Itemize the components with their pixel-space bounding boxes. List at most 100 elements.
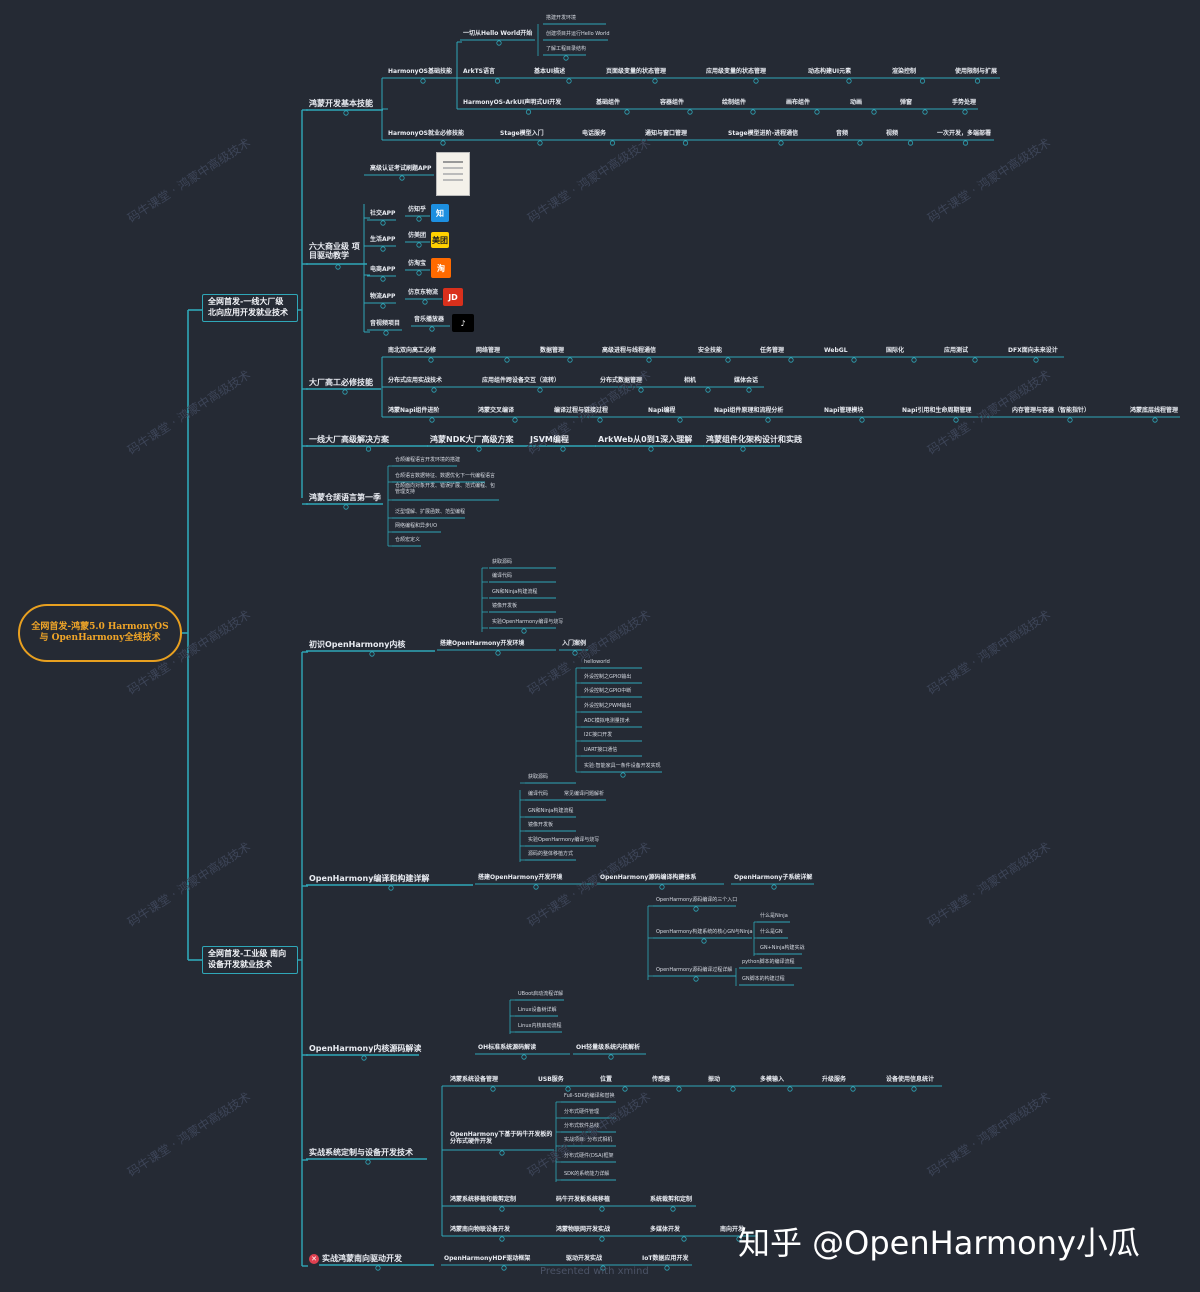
collapse-toggle[interactable] [638, 387, 644, 393]
topic-n-must-3[interactable]: 通知与窗口管理 [645, 130, 688, 137]
collapse-toggle[interactable] [972, 357, 978, 363]
topic-n-drv-2[interactable]: 驱动开发实战 [566, 1255, 603, 1262]
collapse-toggle[interactable] [566, 78, 572, 84]
collapse-toggle[interactable] [850, 1086, 856, 1092]
topic-n-drv-1[interactable]: OpenHarmonyHDF驱动框架 [444, 1255, 531, 1262]
collapse-toggle[interactable] [560, 446, 566, 452]
topic-n-build-sys[interactable]: OpenHarmony源码编译构建体系 [600, 874, 697, 881]
collapse-toggle[interactable] [380, 303, 386, 309]
collapse-toggle[interactable] [788, 357, 794, 363]
collapse-toggle[interactable] [422, 299, 428, 305]
collapse-toggle[interactable] [369, 651, 375, 657]
topic-n-arkui-3[interactable]: 绘制组件 [722, 99, 747, 106]
topic-n-hello-3[interactable]: 了解工程目录结构 [546, 46, 587, 52]
topic-n-sol[interactable]: 一线大厂高级解决方案 [309, 435, 389, 444]
collapse-toggle[interactable] [681, 1236, 687, 1242]
collapse-toggle[interactable] [429, 417, 435, 423]
collapse-toggle[interactable] [496, 40, 502, 46]
topic-n-build-sys-3b[interactable]: GN脚本的构建过程 [742, 976, 785, 982]
collapse-toggle[interactable] [750, 109, 756, 115]
topic-n-custom-r1[interactable]: 鸿蒙系统设备管理 [450, 1076, 499, 1083]
topic-n-cj[interactable]: 鸿蒙仓颉语言第一季 [309, 493, 381, 502]
collapse-toggle[interactable] [771, 884, 777, 890]
collapse-toggle[interactable] [563, 55, 569, 61]
topic-n-custom-dist-2[interactable]: 分布式硬件管理 [564, 1109, 600, 1115]
topic-n-hello-2[interactable]: 创建项目并运行Hello World [546, 31, 610, 37]
collapse-toggle[interactable] [501, 1265, 507, 1271]
collapse-toggle[interactable] [383, 330, 389, 336]
topic-n-big-r3-2[interactable]: 编译过程与链接过程 [554, 407, 609, 414]
collapse-toggle[interactable] [814, 109, 820, 115]
collapse-toggle[interactable] [380, 246, 386, 252]
topic-n-oh-case-1[interactable]: helloworld [584, 659, 610, 665]
topic-n-custom-r1-7[interactable]: 设备使用信息统计 [886, 1076, 935, 1083]
topic-n-custom-r3[interactable]: 鸿蒙系统移植和裁剪定制 [450, 1196, 517, 1203]
collapse-toggle[interactable] [597, 417, 603, 423]
topic-n-cj-5[interactable]: 网络编程和异步I/O [395, 523, 438, 529]
collapse-toggle[interactable] [1067, 417, 1073, 423]
collapse-toggle[interactable] [664, 1265, 670, 1271]
topic-n-oh[interactable]: 初识OpenHarmony内核 [309, 640, 406, 649]
topic-n-custom-r1-6[interactable]: 升级服务 [822, 1076, 847, 1083]
topic-n-arkts-1[interactable]: 基本UI描述 [534, 68, 566, 75]
collapse-toggle[interactable] [851, 357, 857, 363]
topic-n-build-sys-2[interactable]: OpenHarmony构建系统的核心GN与Ninja [656, 929, 753, 935]
topic-n-oh-env-3[interactable]: GN和Ninja构建流程 [492, 589, 538, 595]
topic-n-oh-env-2[interactable]: 编译代码 [492, 573, 513, 579]
topic-n-big-r1-7[interactable]: 国际化 [886, 347, 905, 354]
topic-n-arkui[interactable]: HarmonyOS-ArkUI声明式UI开发 [463, 99, 562, 106]
topic-n-six-social[interactable]: 社交APP [370, 210, 396, 217]
collapse-toggle[interactable] [361, 1055, 367, 1061]
topic-n-custom-r4-2[interactable]: 多媒体开发 [650, 1226, 681, 1233]
collapse-toggle[interactable] [342, 389, 348, 395]
collapse-toggle[interactable] [380, 220, 386, 226]
collapse-toggle[interactable] [676, 1086, 682, 1092]
topic-n-build-sys-3[interactable]: OpenHarmony源码编译过程详解 [656, 967, 733, 973]
topic-n-kern-2[interactable]: OH轻量级系统内核解析 [576, 1044, 641, 1051]
topic-n-six-shop[interactable]: 电商APP [370, 266, 396, 273]
topic-n-big-r1-6[interactable]: WebGL [824, 347, 848, 354]
topic-n-oh-env-5[interactable]: 实验OpenHarmony编译与烧写 [492, 619, 564, 625]
topic-n-oh-env[interactable]: 搭建OpenHarmony开发环境 [440, 640, 525, 647]
topic-n-six-logi[interactable]: 物流APP [370, 293, 396, 300]
topic-n-big-r3-8[interactable]: 鸿蒙底层线程管理 [1130, 407, 1179, 414]
topic-n-build-sys-2c[interactable]: GN+Ninja构建实战 [760, 945, 805, 951]
topic-n-cj-6[interactable]: 仓颉宏定义 [395, 537, 421, 543]
collapse-toggle[interactable] [659, 884, 665, 890]
topic-n-custom-dist-5[interactable]: 分布式硬件(DSA)框架 [564, 1153, 614, 1159]
collapse-toggle[interactable] [1152, 417, 1158, 423]
topic-n-must-2[interactable]: 电话服务 [582, 130, 607, 137]
collapse-toggle[interactable] [375, 1265, 381, 1271]
topic-n-oh-env-4[interactable]: 镜像开发板 [492, 603, 518, 609]
collapse-toggle[interactable] [521, 628, 527, 634]
collapse-toggle[interactable] [953, 417, 959, 423]
collapse-toggle[interactable] [677, 417, 683, 423]
topic-n-cj-1[interactable]: 仓颉编程语言开发环境的搭建 [395, 457, 461, 463]
topic-n-oh-case-5[interactable]: ADC模拟电测量技术 [584, 718, 630, 724]
topic-n-arkui-4[interactable]: 画布组件 [786, 99, 811, 106]
topic-n-custom-r3-1[interactable]: 码牛开发板系统移植 [556, 1196, 611, 1203]
topic-n-six-cert[interactable]: 高级认证考试刷题APP [370, 165, 432, 172]
topic-n-arkui-6[interactable]: 弹窗 [900, 99, 913, 106]
collapse-toggle[interactable] [428, 357, 434, 363]
topic-n-big-r1-5[interactable]: 任务管理 [760, 347, 785, 354]
collapse-toggle[interactable] [429, 326, 435, 332]
topic-n-six-social-a[interactable]: 仿知乎 [408, 206, 427, 213]
collapse-toggle[interactable] [693, 906, 699, 912]
topic-n-big-r1-8[interactable]: 应用测试 [944, 347, 969, 354]
topic-n-big-r3-1[interactable]: 鸿蒙交叉编译 [478, 407, 515, 414]
collapse-toggle[interactable] [521, 1054, 527, 1060]
collapse-toggle[interactable] [335, 264, 341, 270]
topic-n-custom-dist[interactable]: OpenHarmony下基于码牛开发板的 分布式硬件开发 [450, 1131, 553, 1145]
collapse-toggle[interactable] [416, 216, 422, 222]
topic-n-big-r1-4[interactable]: 安全技能 [698, 347, 723, 354]
topic-n-big-r1-3[interactable]: 高级进程与线程通信 [602, 347, 657, 354]
topic-n-oh-case[interactable]: 入门案例 [562, 640, 587, 647]
topic-n-drv-3[interactable]: IoT数据应用开发 [642, 1255, 689, 1262]
collapse-toggle[interactable] [609, 140, 616, 146]
collapse-toggle[interactable] [388, 885, 394, 891]
topic-n-arkui-5[interactable]: 动画 [850, 99, 863, 106]
topic-n-custom-r4-1[interactable]: 鸿蒙物联网开发实战 [556, 1226, 611, 1233]
topic-n-big-r1[interactable]: 南北双向高工必修 [388, 347, 437, 354]
collapse-toggle[interactable] [962, 109, 968, 115]
